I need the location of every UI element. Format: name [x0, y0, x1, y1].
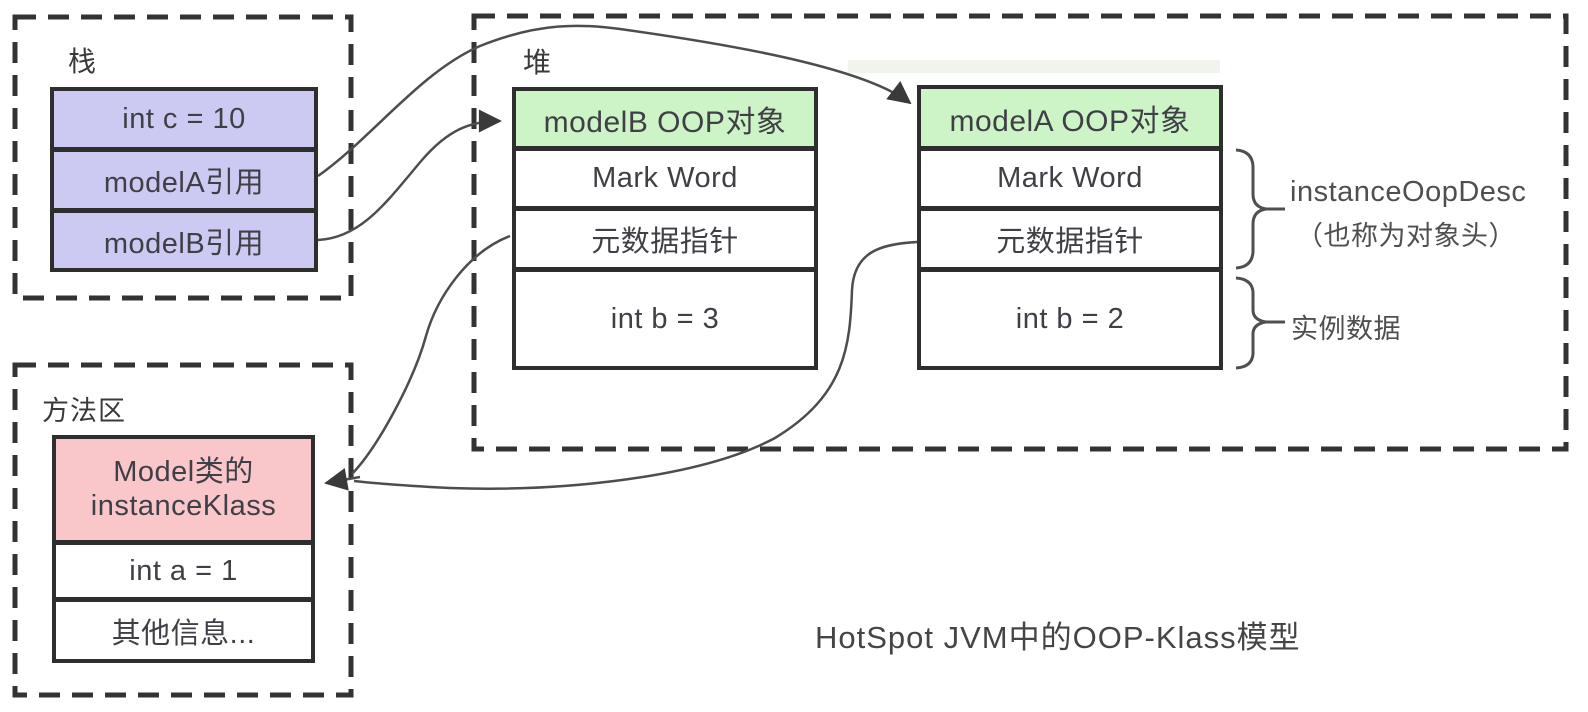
heap-region-border [471, 13, 1569, 452]
modelB-int-b-cell: int b = 3 [516, 267, 814, 366]
instanceklass-table: Model类的 instanceKlass int a = 1 其他信息... [52, 435, 315, 663]
modelB-mark-word-cell: Mark Word [516, 146, 814, 206]
stack-region-border [12, 14, 354, 301]
ghost-artifact-band [848, 60, 1220, 73]
stack-table: int c = 10 modelA引用 modelB引用 [50, 87, 318, 272]
modelA-metadata-pointer-cell: 元数据指针 [921, 206, 1219, 267]
instanceklass-header-cell: Model类的 instanceKlass [56, 439, 311, 540]
instanceklass-line2: instanceKlass [90, 489, 277, 522]
modelA-oop-table: modelA OOP对象 Mark Word 元数据指针 int b = 2 [917, 85, 1223, 370]
stack-cell-modelA-ref: modelA引用 [54, 147, 314, 208]
method-area-region-border [12, 362, 354, 698]
modelB-oop-table: modelB OOP对象 Mark Word 元数据指针 int b = 3 [512, 87, 818, 370]
instance-data-annotation: 实例数据 [1291, 314, 1401, 344]
arrow-modelB-ref-to-modelB-oop [317, 109, 502, 242]
modelA-oop-header: modelA OOP对象 [921, 89, 1219, 146]
modelB-oop-header: modelB OOP对象 [516, 91, 814, 146]
heap-region-label: 堆 [523, 47, 553, 78]
brace-instance-data [1235, 276, 1285, 370]
arrow-modelA-metadata-to-instanceklass [353, 240, 918, 490]
object-header-annotation-en: instanceOopDesc [1290, 176, 1527, 208]
modelA-mark-word-cell: Mark Word [921, 146, 1219, 206]
stack-cell-modelB-ref: modelB引用 [54, 208, 314, 268]
arrow-modelB-metadata-to-instanceklass [351, 234, 511, 475]
instanceklass-line1: Model类的 [113, 456, 254, 489]
diagram-caption: HotSpot JVM中的OOP-Klass模型 [815, 620, 1301, 655]
modelB-metadata-pointer-cell: 元数据指针 [516, 206, 814, 267]
stack-cell-int-c: int c = 10 [54, 91, 314, 147]
stack-region-label: 栈 [68, 46, 98, 77]
method-area-int-a-cell: int a = 1 [56, 540, 311, 597]
method-area-region-label: 方法区 [42, 396, 126, 426]
method-area-other-info-cell: 其他信息... [56, 597, 311, 659]
arrow-modelA-ref-to-modelA-oop [317, 24, 912, 178]
shared-arrowhead-into-instanceklass [324, 468, 361, 491]
modelA-int-b-cell: int b = 2 [921, 267, 1219, 366]
object-header-annotation-zh: （也称为对象头） [1296, 221, 1516, 251]
brace-object-header [1235, 148, 1285, 270]
